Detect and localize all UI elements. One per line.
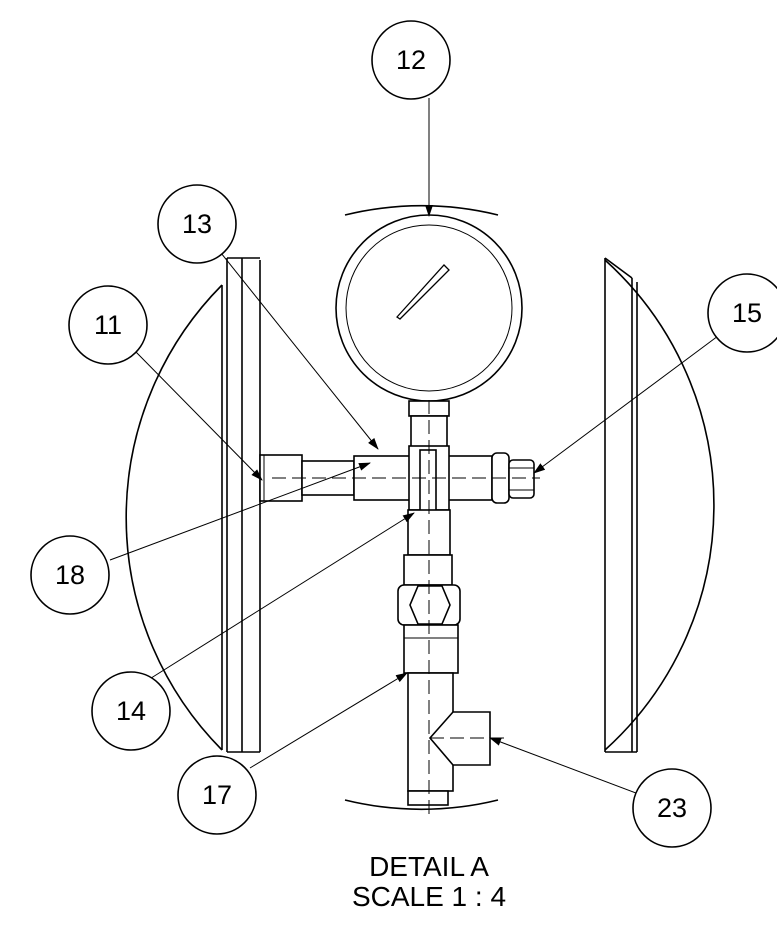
balloon-12: 12 <box>371 20 451 100</box>
leader-lines <box>109 98 719 794</box>
balloon-11: 11 <box>68 285 148 365</box>
balloon-13: 13 <box>157 184 237 264</box>
balloon-11-label: 11 <box>94 310 122 340</box>
balloon-13-label: 13 <box>182 209 212 239</box>
balloon-14: 14 <box>91 671 171 751</box>
detail-scale: SCALE 1 : 4 <box>352 881 506 912</box>
balloon-17-label: 17 <box>202 780 232 810</box>
detail-title: DETAIL A <box>369 851 489 882</box>
left-plate <box>221 257 261 753</box>
balloon-23-label: 23 <box>657 793 687 823</box>
balloon-23: 23 <box>632 768 712 848</box>
balloon-14-label: 14 <box>116 696 146 726</box>
balloon-15: 15 <box>707 273 777 353</box>
right-plate <box>604 257 638 753</box>
balloon-15-label: 15 <box>732 298 762 328</box>
balloon-17: 17 <box>177 755 257 835</box>
balloon-12-label: 12 <box>396 45 426 75</box>
balloon-18: 18 <box>30 535 110 615</box>
balloon-18-label: 18 <box>55 560 85 590</box>
pressure-gauge <box>335 214 523 417</box>
detail-boundary <box>125 204 715 811</box>
